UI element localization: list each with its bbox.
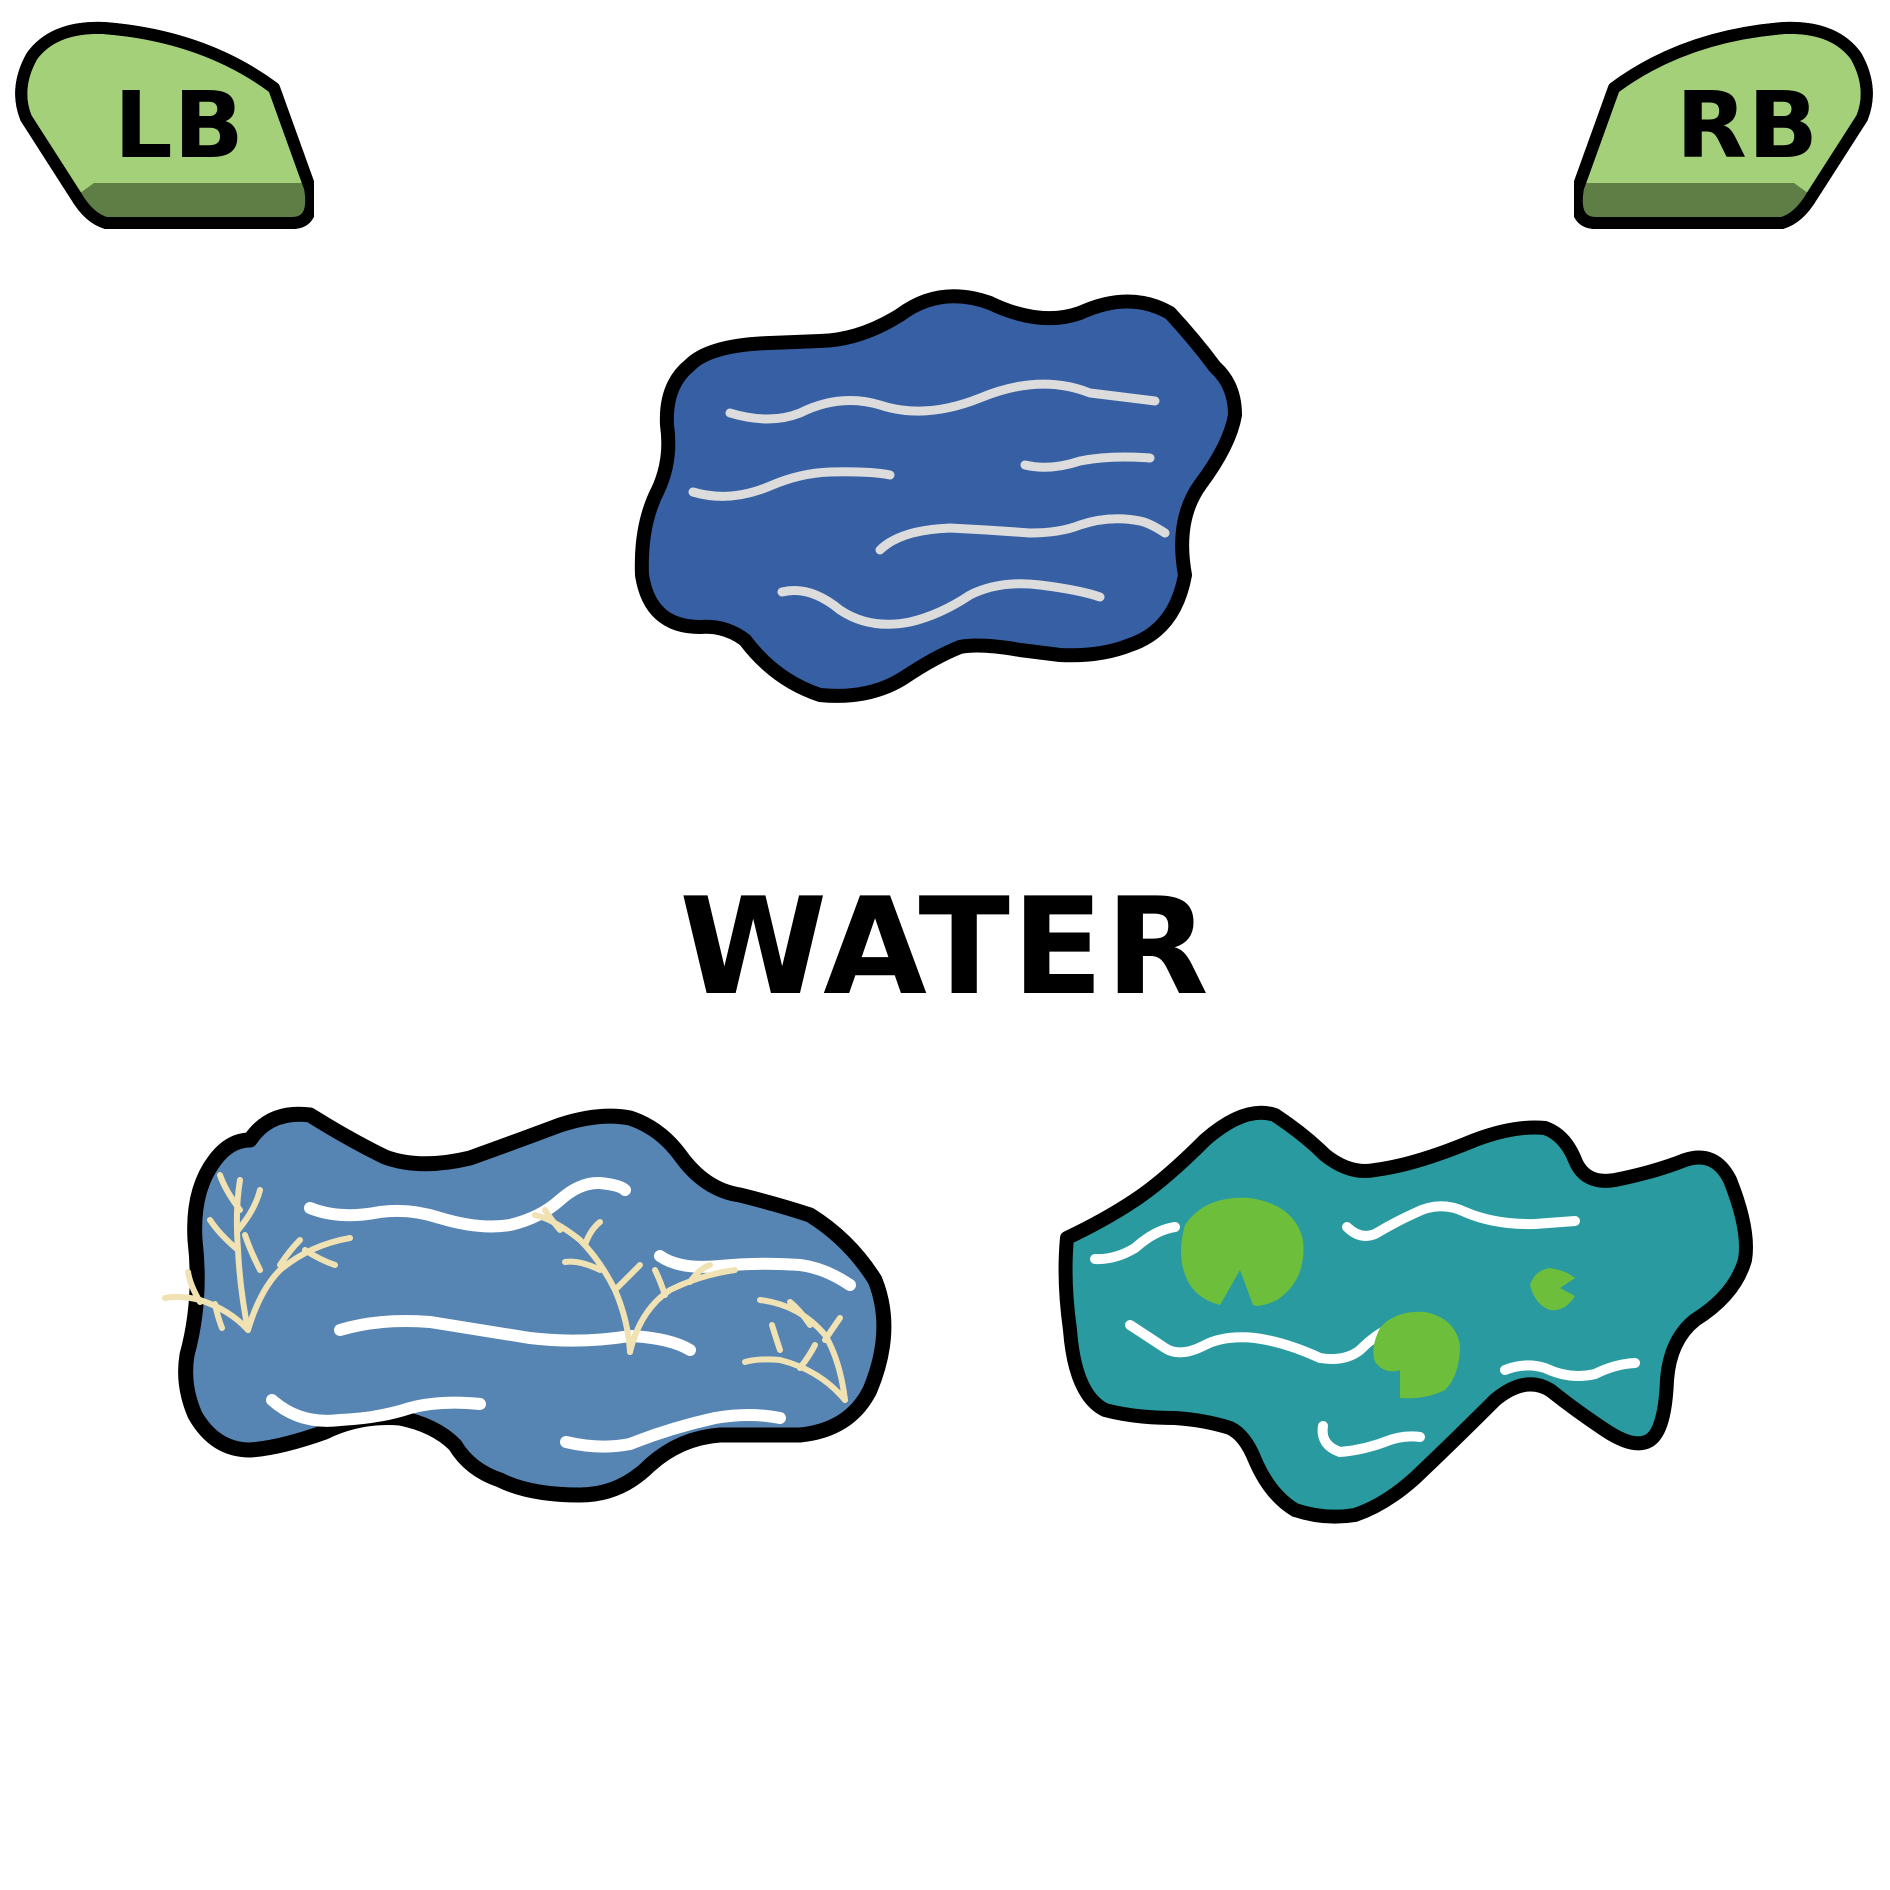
deep-water-tile[interactable] xyxy=(630,285,1260,715)
deep-water-icon xyxy=(634,289,1242,703)
left-bumper-shape xyxy=(15,21,314,229)
reed-pond-tile[interactable] xyxy=(160,1040,900,1503)
right-bumper-label: RB xyxy=(1676,72,1819,179)
right-bumper-button[interactable]: RB xyxy=(1574,18,1874,233)
right-bumper-shape xyxy=(1574,21,1873,229)
left-bumper-label: LB xyxy=(114,72,245,179)
left-bumper-button[interactable]: LB xyxy=(14,18,314,233)
lily-pond-tile[interactable] xyxy=(1055,1100,1755,1540)
lily-pond-icon xyxy=(1058,1105,1753,1524)
category-title: WATER xyxy=(679,869,1211,1025)
reed-pond-icon xyxy=(162,1106,892,1503)
